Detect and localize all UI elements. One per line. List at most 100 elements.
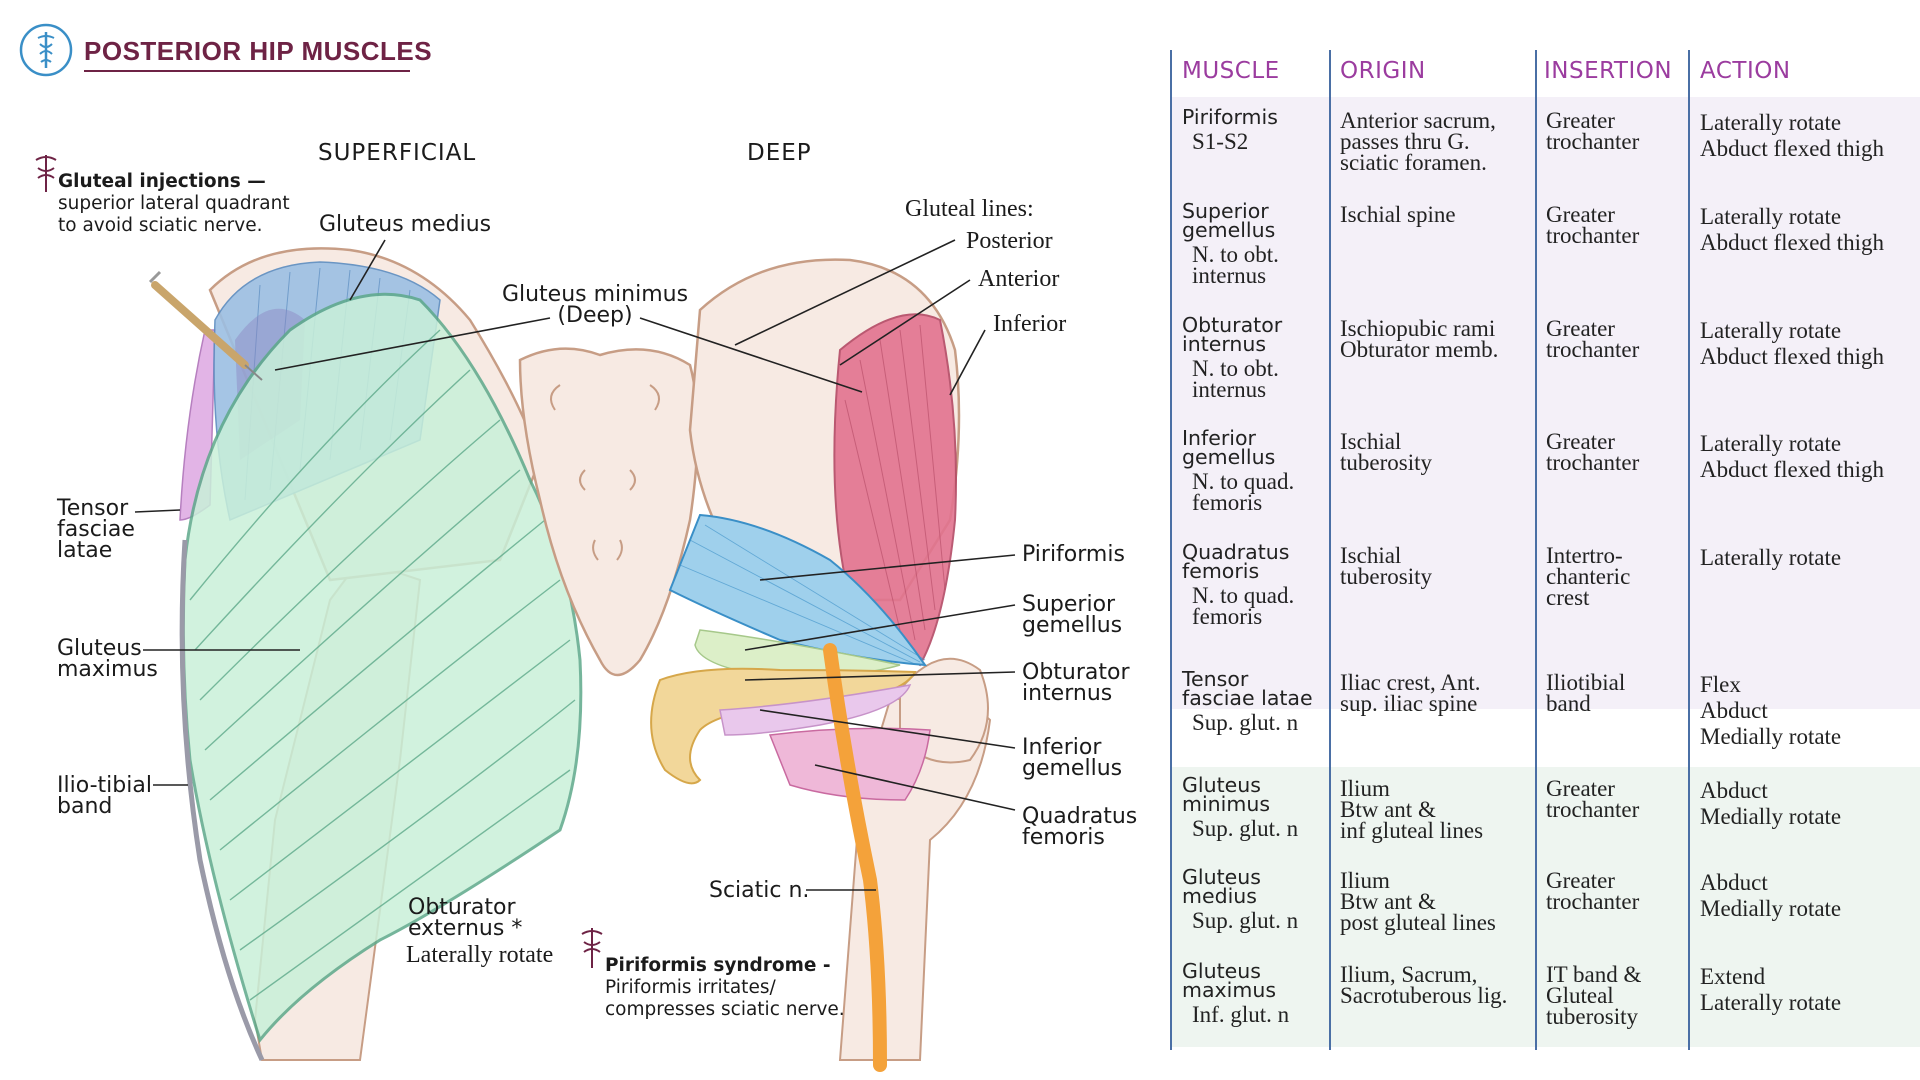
superficial-view	[148, 247, 583, 1062]
deep-view	[650, 258, 992, 1072]
cell-origin: Ilium, Sacrum, Sacrotuberous lig.	[1340, 962, 1508, 1008]
gluteus-minimus-muscle	[833, 313, 957, 667]
label-gluteal-lines: Gluteal lines:	[905, 196, 1034, 222]
table-divider	[1688, 50, 1690, 1050]
cell-nerve: N. to quad. femoris	[1192, 583, 1295, 629]
label-gluteus-medius: Gluteus medius	[319, 212, 492, 237]
label-quadratus-femoris: Quadratus femoris	[1022, 804, 1138, 850]
table-divider	[1170, 50, 1172, 1050]
cell-muscle: Obturator internus	[1182, 313, 1283, 356]
injection-note-line: to avoid sciatic nerve.	[58, 215, 263, 236]
piriformis-note-title: Piriformis syndrome -	[605, 955, 831, 976]
table-divider	[1329, 50, 1331, 1050]
cell-action: Flex Abduct Medially rotate	[1700, 672, 1842, 749]
cell-muscle: Tensor fasciae latae	[1182, 667, 1313, 710]
cell-action: Laterally rotate Abduct flexed thigh	[1700, 318, 1884, 369]
cell-origin: Ischial tuberosity	[1340, 429, 1432, 475]
iliotibial-band-edge	[179, 539, 265, 1062]
cell-muscle: Gluteus maximus	[1182, 959, 1277, 1002]
cell-nerve: N. to quad. femoris	[1192, 469, 1295, 515]
label-obturator-externus: Obturator externus *	[408, 895, 523, 941]
cell-insertion: Intertro- chanteric crest	[1546, 543, 1631, 610]
cell-muscle: Superior gemellus	[1182, 199, 1276, 242]
cell-nerve: Inf. glut. n	[1192, 1002, 1290, 1027]
muscle-table: MUSCLE ORIGIN INSERTION ACTION Piriformi…	[1170, 50, 1920, 1050]
page-title: POSTERIOR HIP MUSCLES	[84, 36, 433, 66]
piriformis-note-line: compresses sciatic nerve.	[605, 999, 845, 1020]
table-band-gluteals	[1172, 767, 1920, 1047]
cell-nerve: N. to obt. internus	[1192, 356, 1279, 402]
cell-muscle: Piriformis	[1182, 105, 1278, 129]
syringe-icon	[148, 270, 263, 381]
cell-muscle: Inferior gemellus	[1182, 426, 1276, 469]
label-tensor-fasciae-latae: Tensor fasciae latae	[57, 496, 135, 563]
cell-muscle: Quadratus femoris	[1182, 540, 1290, 583]
header-action: ACTION	[1700, 58, 1791, 84]
gluteus-maximus-muscle	[181, 292, 583, 1044]
cell-action: Abduct Medially rotate	[1700, 870, 1842, 921]
label-posterior-line: Posterior	[966, 228, 1053, 254]
cell-nerve: Sup. glut. n	[1192, 908, 1299, 933]
cell-origin: Anterior sacrum, passes thru G. sciatic …	[1340, 108, 1496, 175]
label-gluteus-maximus: Gluteus maximus	[57, 636, 158, 682]
piriformis-note-line: Piriformis irritates/	[605, 977, 776, 998]
label-gluteus-minimus: Gluteus minimus (Deep)	[501, 282, 689, 328]
cell-origin: Ilium Btw ant & post gluteal lines	[1340, 868, 1496, 935]
cell-insertion: IT band & Gluteal tuberosity	[1546, 962, 1642, 1029]
deep-heading: DEEP	[747, 140, 812, 166]
cell-action: Laterally rotate	[1700, 545, 1842, 570]
label-anterior-line: Anterior	[978, 266, 1060, 292]
cell-insertion: Greater trochanter	[1546, 202, 1640, 248]
caduceus-injection-icon	[35, 155, 57, 192]
cell-origin: Ischial tuberosity	[1340, 543, 1432, 589]
cell-origin: Ischiopubic rami Obturator memb.	[1340, 316, 1499, 362]
title-underline	[84, 70, 410, 72]
label-obturator-externus-action: Laterally rotate	[406, 942, 554, 968]
inferior-gemellus-muscle	[719, 684, 912, 736]
sacrum	[518, 347, 699, 677]
leader-lines	[134, 239, 1016, 891]
label-sciatic-nerve: Sciatic n.	[709, 878, 810, 903]
cell-insertion: Greater trochanter	[1546, 316, 1640, 362]
label-inferior-gemellus: Inferior gemellus	[1022, 735, 1123, 781]
piriformis-muscle	[668, 513, 928, 667]
caduceus-piriformis-icon	[581, 928, 603, 968]
label-superior-gemellus: Superior gemellus	[1022, 592, 1123, 638]
cell-insertion: Greater trochanter	[1546, 868, 1640, 914]
sciatic-nerve	[823, 643, 887, 1072]
label-iliotibial-band: Ilio-tibial band	[57, 773, 152, 819]
header-muscle: MUSCLE	[1182, 58, 1280, 84]
header-origin: ORIGIN	[1340, 58, 1426, 84]
superficial-heading: SUPERFICIAL	[318, 140, 477, 166]
cell-action: Extend Laterally rotate	[1700, 964, 1842, 1015]
caduceus-logo-icon	[19, 23, 73, 77]
piriformis-note: Piriformis syndrome - Piriformis irritat…	[605, 955, 845, 1021]
cell-muscle: Gluteus minimus	[1182, 773, 1270, 816]
table-band-lateral-rotators	[1172, 97, 1920, 709]
cell-origin: Ischial spine	[1340, 202, 1456, 227]
label-obturator-internus: Obturator internus	[1022, 660, 1130, 706]
cell-muscle: Gluteus medius	[1182, 865, 1261, 908]
cell-insertion: Iliotibial band	[1546, 670, 1626, 716]
cell-action: Laterally rotate Abduct flexed thigh	[1700, 431, 1884, 482]
header-insertion: INSERTION	[1544, 58, 1673, 84]
injection-note-line: superior lateral quadrant	[58, 193, 290, 214]
cell-nerve: Sup. glut. n	[1192, 710, 1299, 735]
cell-action: Laterally rotate Abduct flexed thigh	[1700, 110, 1884, 161]
injection-note: Gluteal injections — superior lateral qu…	[58, 171, 290, 237]
cell-insertion: Greater trochanter	[1546, 108, 1640, 154]
cell-action: Abduct Medially rotate	[1700, 778, 1842, 829]
cell-nerve: S1-S2	[1192, 129, 1249, 154]
cell-origin: Iliac crest, Ant. sup. iliac spine	[1340, 670, 1481, 716]
label-piriformis: Piriformis	[1022, 542, 1125, 567]
label-inferior-line: Inferior	[993, 311, 1067, 337]
cell-insertion: Greater trochanter	[1546, 429, 1640, 475]
injection-note-title: Gluteal injections —	[58, 171, 266, 192]
cell-nerve: N. to obt. internus	[1192, 242, 1279, 288]
hip-anatomy-illustration	[35, 155, 1016, 1072]
cell-action: Laterally rotate Abduct flexed thigh	[1700, 204, 1884, 255]
cell-origin: Ilium Btw ant & inf gluteal lines	[1340, 776, 1484, 843]
cell-nerve: Sup. glut. n	[1192, 816, 1299, 841]
table-divider	[1535, 50, 1537, 1050]
cell-insertion: Greater trochanter	[1546, 776, 1640, 822]
